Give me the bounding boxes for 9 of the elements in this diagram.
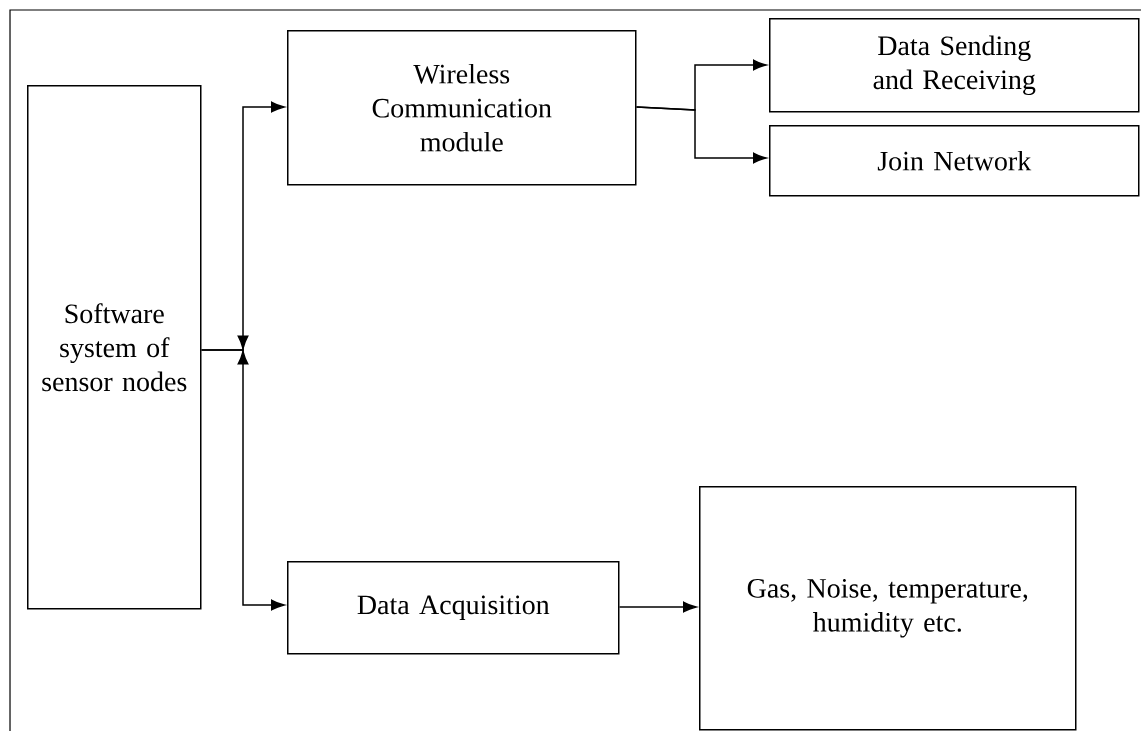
arrow [635,106,767,164]
process-box: Join Network [769,125,1140,197]
arrow [200,335,285,611]
process-box: Gas, Noise, temperature, humidity etc. [699,486,1077,731]
process-box: Software system of sensor nodes [27,85,202,610]
arrow [618,601,697,613]
process-box: Wireless Communication module [287,30,637,186]
process-box: Data Acquisition [287,561,620,655]
process-box: Data Sending and Receiving [769,18,1140,113]
